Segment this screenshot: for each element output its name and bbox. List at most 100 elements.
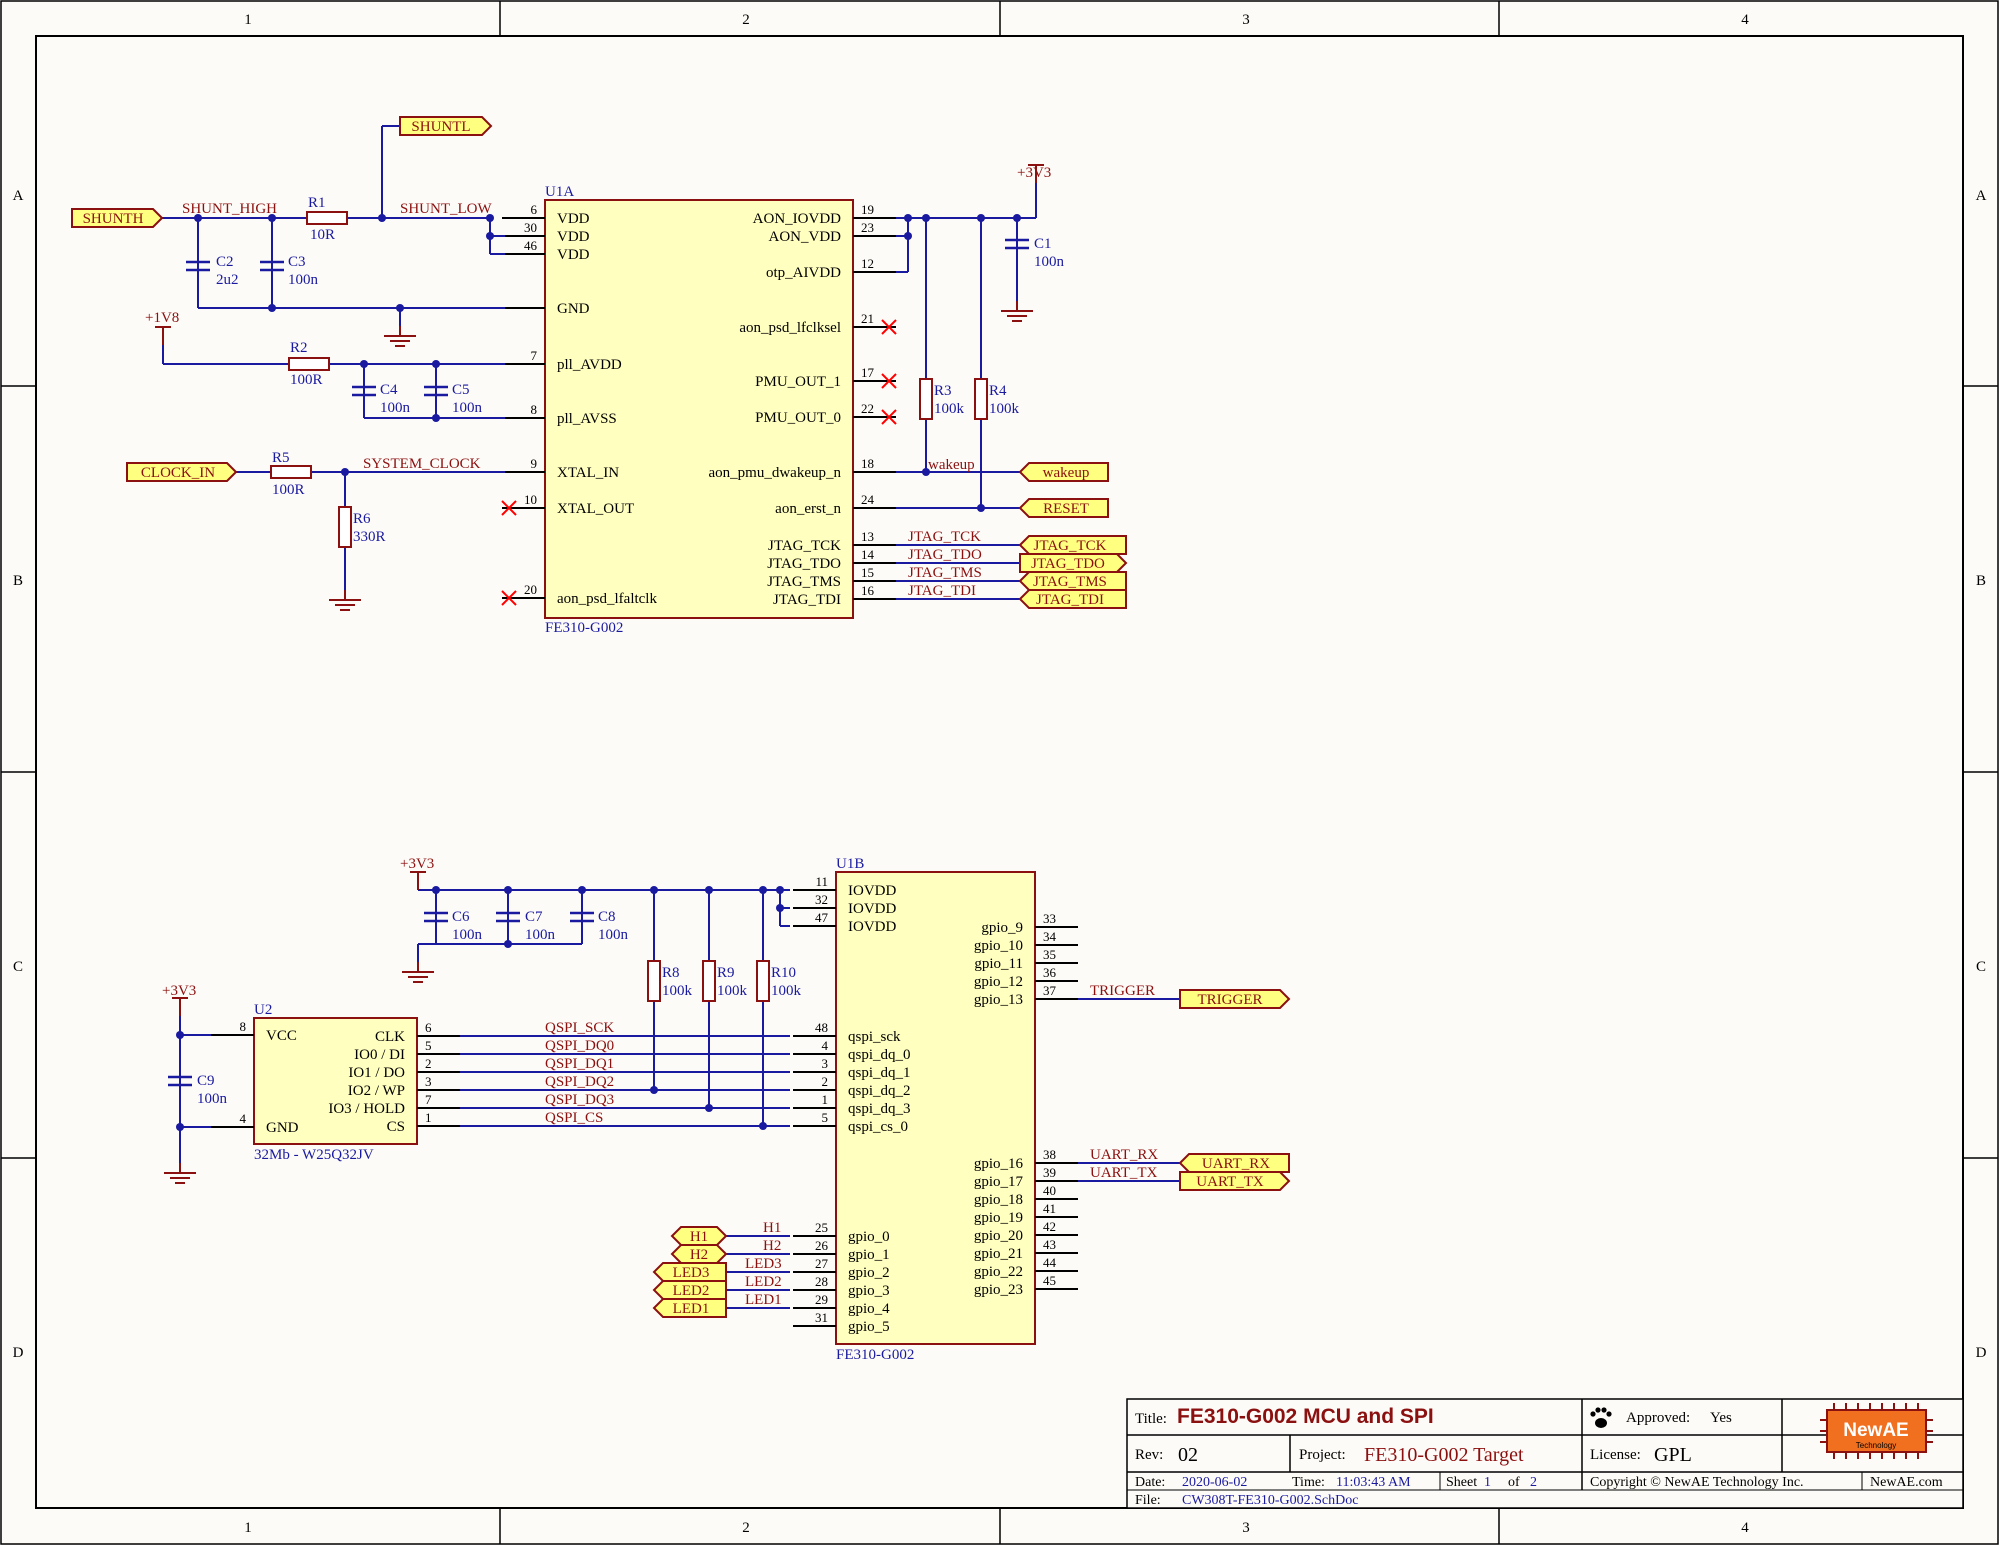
pin-name: IO0 / DI <box>354 1047 405 1063</box>
port-clock-in[interactable]: CLOCK_IN <box>126 462 238 482</box>
r4-resistor[interactable] <box>974 378 988 420</box>
port-led3-label: LED3 <box>673 1265 710 1281</box>
port-shunth[interactable]: SHUNTH <box>71 208 164 228</box>
port-shunth-label: SHUNTH <box>83 211 144 227</box>
pin-name: gpio_1 <box>848 1247 890 1263</box>
port-led2[interactable]: LED2 <box>652 1280 727 1300</box>
ground-symbol <box>401 961 435 983</box>
pin-name: gpio_22 <box>974 1264 1023 1280</box>
u1b-chip[interactable]: U1B FE310-G002 11IOVDD32IOVDD47IOVDD48qs… <box>793 856 1078 1363</box>
r10-resistor[interactable] <box>756 960 770 1002</box>
port-shuntl[interactable]: SHUNTL <box>399 116 493 136</box>
pin-number: 9 <box>531 456 538 471</box>
port-reset-label: RESET <box>1043 501 1089 517</box>
c8-ref: C8 <box>598 909 616 925</box>
port-jtag-tdi[interactable]: JTAG_TDI <box>1018 589 1127 609</box>
port-jtag-tms[interactable]: JTAG_TMS <box>1018 571 1127 591</box>
port-h1[interactable]: H1 <box>670 1226 728 1246</box>
port-jtag-tdo-label: JTAG_TDO <box>1031 556 1105 572</box>
pin-number: 5 <box>425 1038 432 1053</box>
port-jtag-tms-label: JTAG_TMS <box>1033 574 1107 590</box>
pin-name: VDD <box>557 247 590 263</box>
r3-resistor[interactable] <box>919 378 933 420</box>
pin-number: 6 <box>531 202 538 217</box>
port-led1[interactable]: LED1 <box>652 1298 727 1318</box>
pin-name: IOVDD <box>848 901 896 917</box>
port-led3[interactable]: LED3 <box>652 1262 727 1282</box>
pin-number: 25 <box>815 1220 828 1235</box>
approved-label: Approved: <box>1626 1410 1690 1426</box>
pin-number: 8 <box>531 402 538 417</box>
pin-number: 32 <box>815 892 828 907</box>
port-wakeup[interactable]: wakeup <box>1018 462 1109 482</box>
power-symbol-1v8 <box>154 326 172 346</box>
sheet-number: 1 <box>1484 1475 1491 1490</box>
port-h2[interactable]: H2 <box>670 1244 728 1264</box>
pin-number: 36 <box>1043 965 1057 980</box>
col-label-top-3: 3 <box>1242 12 1250 28</box>
file-label: File: <box>1135 1493 1161 1508</box>
r3-value: 100k <box>934 401 965 417</box>
r4-ref: R4 <box>989 383 1007 399</box>
pin-number: 27 <box>815 1256 829 1271</box>
pin-name: otp_AIVDD <box>766 265 841 281</box>
port-jtag-tck[interactable]: JTAG_TCK <box>1018 535 1127 555</box>
file-name: CW308T-FE310-G002.SchDoc <box>1182 1493 1358 1508</box>
pin-number: 8 <box>240 1019 247 1034</box>
pin-number: 46 <box>524 238 538 253</box>
r2-resistor[interactable] <box>288 357 330 371</box>
col-label-bottom-2: 2 <box>742 1520 750 1536</box>
pin-number: 3 <box>425 1074 432 1089</box>
c1-ref: C1 <box>1034 236 1052 252</box>
u1b-designator: U1B <box>836 856 864 872</box>
r1-resistor[interactable] <box>306 211 348 225</box>
pin-name: gpio_20 <box>974 1228 1023 1244</box>
pin-number: 14 <box>861 547 875 562</box>
pin-number: 1 <box>822 1092 829 1107</box>
r9-ref: R9 <box>717 965 735 981</box>
u1a-chip[interactable]: U1A FE310-G002 6VDD30VDD46VDDGND7pll_AVD… <box>502 184 896 636</box>
row-label-left-b: B <box>13 573 23 589</box>
r5-resistor[interactable] <box>270 465 312 479</box>
r8-ref: R8 <box>662 965 680 981</box>
u1a-right-nets <box>896 183 1037 600</box>
r8-resistor[interactable] <box>647 960 661 1002</box>
c2-value: 2u2 <box>216 272 239 288</box>
net-label-qspi-cs: QSPI_CS <box>545 1110 603 1126</box>
port-uart-rx[interactable]: UART_RX <box>1178 1153 1290 1173</box>
pin-name: GND <box>557 301 590 317</box>
row-label-right-c: C <box>1976 959 1986 975</box>
net-label-shunt-high: SHUNT_HIGH <box>182 201 277 217</box>
row-label-left-c: C <box>13 959 23 975</box>
port-trigger[interactable]: TRIGGER <box>1179 989 1291 1009</box>
u1b-right-nets <box>1078 998 1180 1182</box>
r9-resistor[interactable] <box>702 960 716 1002</box>
pin-number: 11 <box>815 874 828 889</box>
power-label-3v3: +3V3 <box>400 856 434 872</box>
u2-designator: U2 <box>254 1002 272 1018</box>
u1b-gpio-nets <box>726 1235 790 1309</box>
port-uart-tx[interactable]: UART_TX <box>1179 1171 1291 1191</box>
port-jtag-tdo[interactable]: JTAG_TDO <box>1019 553 1128 573</box>
port-trigger-label: TRIGGER <box>1198 992 1263 1008</box>
pin-name: gpio_23 <box>974 1282 1023 1298</box>
port-reset[interactable]: RESET <box>1018 498 1109 518</box>
r6-resistor[interactable] <box>338 506 352 548</box>
col-label-bottom-1: 1 <box>244 1520 252 1536</box>
r1-value: 10R <box>310 227 335 243</box>
net-label-led3: LED3 <box>745 1256 782 1272</box>
c3-ref: C3 <box>288 254 306 270</box>
